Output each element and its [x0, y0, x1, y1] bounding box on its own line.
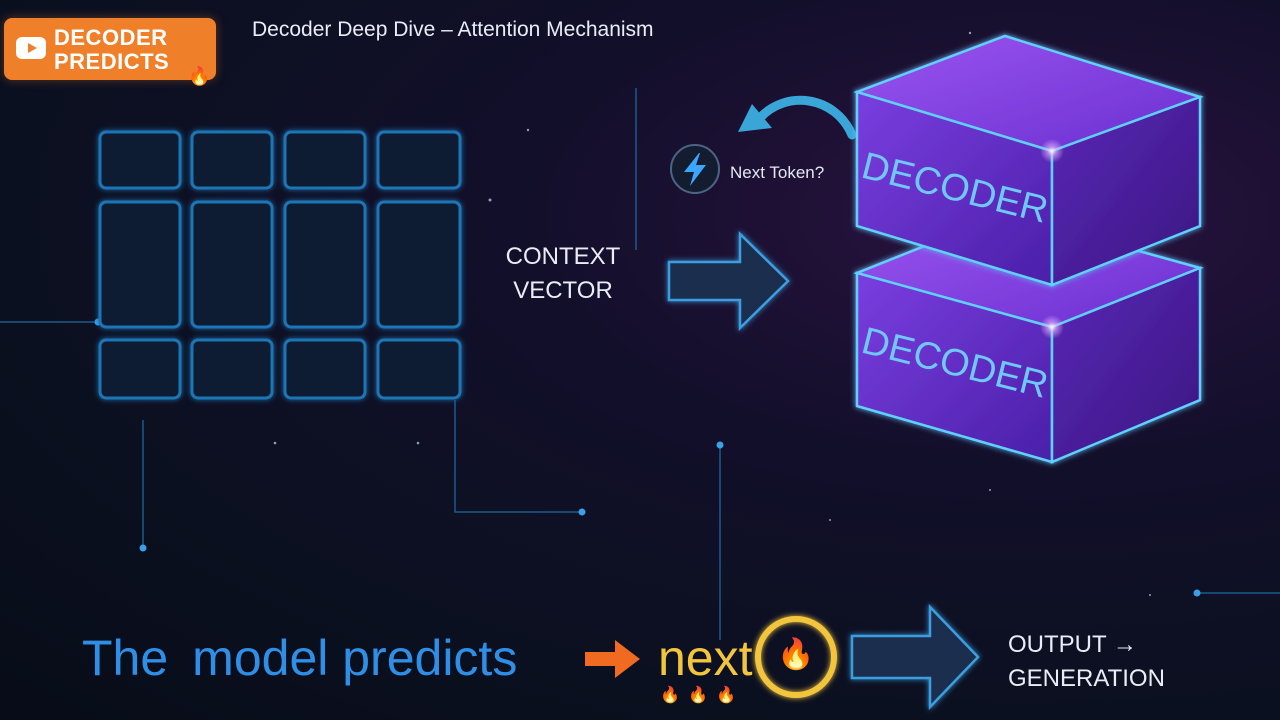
fire-icon-small-3: 🔥	[716, 685, 736, 704]
context-vector-label: CONTEXT VECTOR	[478, 240, 648, 308]
circuit-lines	[0, 88, 1280, 640]
circuit-nodes	[94, 318, 1201, 597]
badge-line1: DECODER	[54, 25, 168, 50]
feedback-arrow	[755, 95, 857, 140]
badge-line2: PREDICTS	[54, 49, 170, 74]
output-line1: OUTPUT →	[1008, 631, 1137, 658]
lightning-icon	[670, 144, 720, 194]
attention-grid	[98, 130, 462, 400]
output-line2: GENERATION	[1008, 665, 1165, 692]
context-line1: CONTEXT	[505, 243, 621, 270]
caption-word-the: The	[82, 630, 169, 686]
orange-arrow	[585, 640, 640, 678]
caption: The model predicts	[82, 628, 517, 688]
play-icon	[16, 37, 46, 59]
context-arrow	[667, 231, 790, 331]
output-generation-label: OUTPUT → GENERATION	[1008, 628, 1165, 696]
fire-icon-large: 🔥	[777, 637, 815, 672]
feedback-arrowhead	[738, 104, 772, 132]
decoder-block-top	[853, 34, 1204, 287]
highlight-ring	[755, 616, 837, 698]
fire-icon-small-1: 🔥	[660, 685, 680, 704]
caption-model-predicts: model predicts	[192, 630, 518, 686]
next-token-label: Next Token?	[730, 163, 825, 182]
caption-next-word: next	[658, 630, 753, 686]
fire-icon: 🔥	[188, 66, 211, 87]
output-arrow	[850, 603, 980, 711]
context-line2: VECTOR	[513, 277, 613, 304]
video-title: Decoder Deep Dive – Attention Mechanism	[252, 18, 654, 41]
fire-icon-small-2: 🔥	[688, 685, 708, 704]
channel-badge: DECODER PREDICTS 🔥	[4, 18, 216, 86]
